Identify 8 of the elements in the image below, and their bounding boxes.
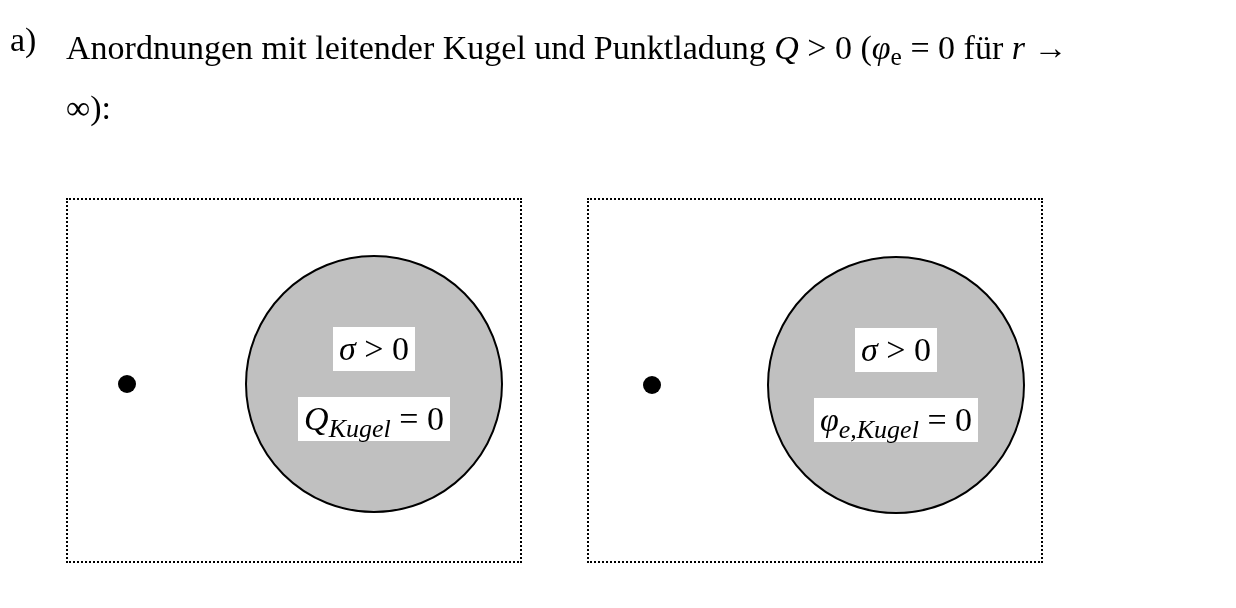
formula-label: σ > 0: [855, 328, 937, 372]
dotted-frame: [587, 198, 1043, 563]
formula-label: φ$_{e,Kugel}$ = 0: [813, 398, 979, 442]
formula-label: Q$_{Kugel}$ = 0: [298, 397, 450, 441]
formula-label: σ > 0: [333, 327, 415, 371]
part-label: a): [10, 20, 37, 60]
dotted-frame: [66, 198, 522, 563]
heading: Anordnungen mit leitender Kugel und Punktladung Q > 0 (φ$_{e}$ = 0 für r → ∞):: [66, 28, 1069, 128]
